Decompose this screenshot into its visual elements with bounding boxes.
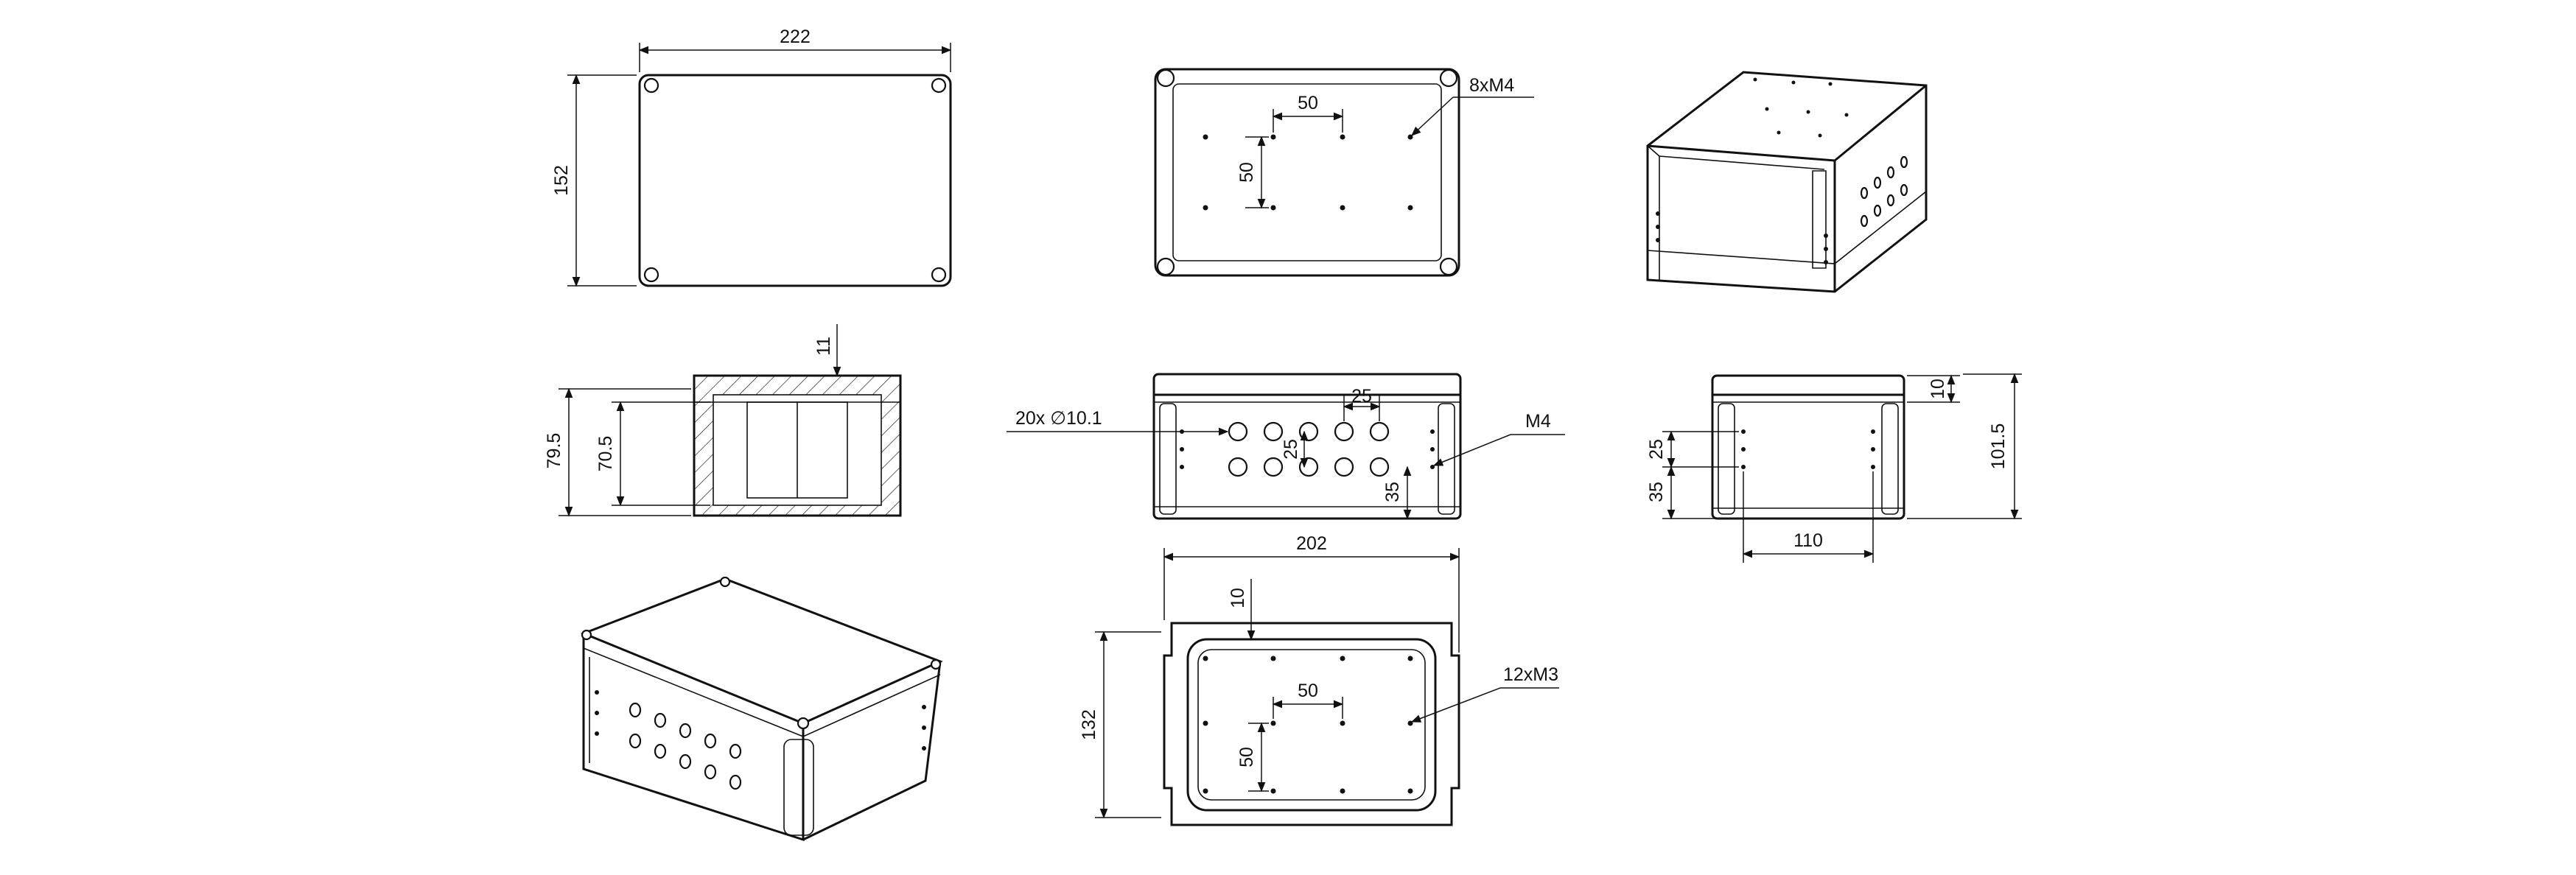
base-corner-br — [1439, 257, 1458, 276]
m4-hole — [1203, 134, 1208, 140]
cable-hole — [1334, 421, 1354, 442]
inner-spacing-x-label: 50 — [1298, 681, 1318, 701]
lid-screw-br — [931, 267, 947, 283]
front-view: 20x ∅10.1 25 25 35 M4 — [1007, 373, 1565, 520]
inner-height-label: 132 — [1079, 709, 1099, 740]
base-inner-outline — [1172, 83, 1442, 261]
m4-hole — [1340, 205, 1345, 211]
base-outline — [1154, 68, 1460, 277]
pitch-y-label: 25 — [1281, 439, 1301, 460]
end-lid-label: 10 — [1928, 379, 1948, 399]
side-m4-callout: M4 — [1525, 411, 1551, 432]
base-corner-tr — [1439, 68, 1458, 88]
holes-callout-label: 20x ∅10.1 — [1015, 408, 1102, 429]
cable-hole — [1369, 457, 1390, 477]
inner-width-label: 202 — [1296, 533, 1327, 554]
lid-top-view: 222 152 — [551, 27, 952, 287]
pitch-x-label: 25 — [1351, 386, 1372, 407]
cable-hole — [1334, 457, 1354, 477]
base-spacing-x-label: 50 — [1298, 93, 1318, 113]
inner-section-view: 202 10 132 50 50 12xM3 — [1079, 533, 1559, 826]
base-corner-bl — [1156, 257, 1175, 276]
inner-m3-callout: 12xM3 — [1503, 664, 1558, 685]
base-spacing-y-label: 50 — [1236, 162, 1257, 183]
cable-hole — [1369, 421, 1390, 442]
cable-hole — [1263, 421, 1284, 442]
end-height-label: 101.5 — [1988, 424, 2009, 470]
bottom-offset-label: 35 — [1382, 482, 1403, 502]
cable-hole — [1228, 457, 1248, 477]
lid-screw-tr — [931, 77, 947, 94]
inner-height-label: 70.5 — [595, 436, 616, 472]
end-outline — [1711, 374, 1905, 520]
outer-height-label: 79.5 — [544, 433, 564, 469]
inner-cavity — [1186, 638, 1437, 812]
lid-height-label: 152 — [551, 165, 572, 196]
lid-outline — [638, 74, 952, 287]
base-bottom-view: 50 50 8xM4 — [1154, 68, 1534, 277]
base-iso-view — [1646, 71, 1928, 293]
inner-spacing-y-label: 50 — [1236, 747, 1257, 767]
lid-screw-tl — [643, 77, 659, 94]
m4-hole — [1340, 134, 1345, 140]
inner-section-outline — [1163, 622, 1460, 826]
side-section-view: 11 79.5 70.5 — [544, 324, 902, 517]
end-width-label: 110 — [1793, 530, 1823, 551]
cable-hole — [1298, 421, 1319, 442]
cable-hole — [1298, 457, 1319, 477]
section-outline — [693, 374, 902, 517]
lid-iso-view — [580, 576, 943, 842]
end-bottom-label: 35 — [1646, 482, 1667, 502]
m4-hole — [1270, 205, 1276, 211]
cable-hole — [1228, 421, 1248, 442]
cable-hole — [1263, 457, 1284, 477]
lid-screw-bl — [643, 267, 659, 283]
end-pitch-label: 25 — [1646, 439, 1667, 460]
inner-wall-label: 10 — [1228, 588, 1248, 608]
m4-hole — [1270, 134, 1276, 140]
m4-hole — [1203, 205, 1208, 211]
lid-thickness-label: 11 — [813, 337, 834, 356]
base-m4-callout: 8xM4 — [1469, 75, 1514, 96]
base-corner-tl — [1156, 68, 1175, 88]
end-view: 10 101.5 25 35 110 — [1646, 373, 2022, 563]
front-outline — [1152, 373, 1462, 520]
m4-hole — [1407, 205, 1413, 211]
section-inner — [713, 394, 882, 506]
lid-width-label: 222 — [780, 27, 811, 47]
